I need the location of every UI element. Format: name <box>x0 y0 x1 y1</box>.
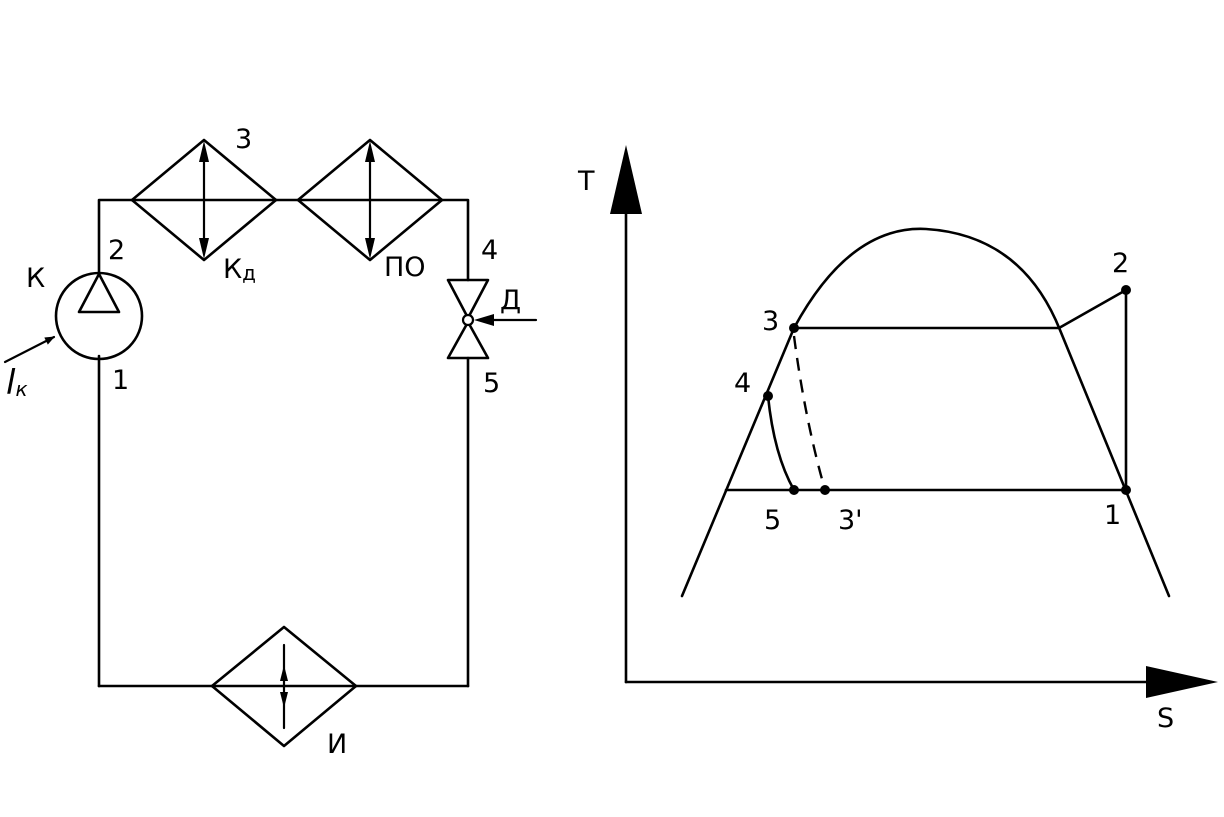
ts-point-3prime-dot <box>820 485 830 495</box>
s-axis-arrow-icon <box>1146 666 1218 698</box>
t-axis-arrow-icon <box>610 145 642 214</box>
ts-point-5-dot <box>789 485 799 495</box>
ts-point-3-label: 3 <box>762 306 779 337</box>
evaporator-label: И <box>327 729 347 760</box>
scheme-point-2: 2 <box>108 235 125 266</box>
pipe-right-upper <box>440 198 470 282</box>
saturation-dome <box>680 227 1171 598</box>
line-superheat-to-2 <box>1057 288 1128 330</box>
ts-point-4-label: 4 <box>734 368 751 399</box>
scheme-point-3: 3 <box>235 124 252 155</box>
scheme-point-5: 5 <box>483 368 500 399</box>
condenser-label: Кд <box>223 254 256 285</box>
s-axis-label: S <box>1157 703 1174 734</box>
throttle-valve-icon <box>446 278 538 360</box>
pipe-left-upper <box>97 198 134 274</box>
ts-point-1-label: 1 <box>1104 500 1121 531</box>
ts-point-4-dot <box>763 391 773 401</box>
compressor-icon <box>54 271 144 361</box>
ts-diagram: T S 1 2 3 3' 4 5 <box>577 145 1218 734</box>
ts-point-1-dot <box>1121 485 1131 495</box>
work-arrow <box>3 335 56 364</box>
t-axis-label: T <box>577 166 595 197</box>
ts-point-3-dot <box>789 323 799 333</box>
cycle-scheme: К lк Кд ПО Д И 1 2 3 4 5 <box>3 124 538 760</box>
ts-point-2-label: 2 <box>1112 248 1129 279</box>
line-3-to-3prime <box>792 335 827 491</box>
condenser-icon <box>130 138 278 262</box>
subcooler-label: ПО <box>384 252 426 283</box>
scheme-point-1: 1 <box>112 365 129 396</box>
scheme-point-4: 4 <box>481 235 498 266</box>
work-label: lк <box>6 363 28 403</box>
ts-point-5-label: 5 <box>764 505 781 536</box>
evaporator-icon <box>210 625 358 748</box>
compressor-label: К <box>26 263 45 294</box>
ts-point-3prime-label: 3' <box>838 505 863 536</box>
ts-point-2-dot <box>1121 285 1131 295</box>
line-4-to-5 <box>766 394 796 492</box>
throttle-label: Д <box>500 285 521 316</box>
subcooler-icon <box>296 138 444 262</box>
